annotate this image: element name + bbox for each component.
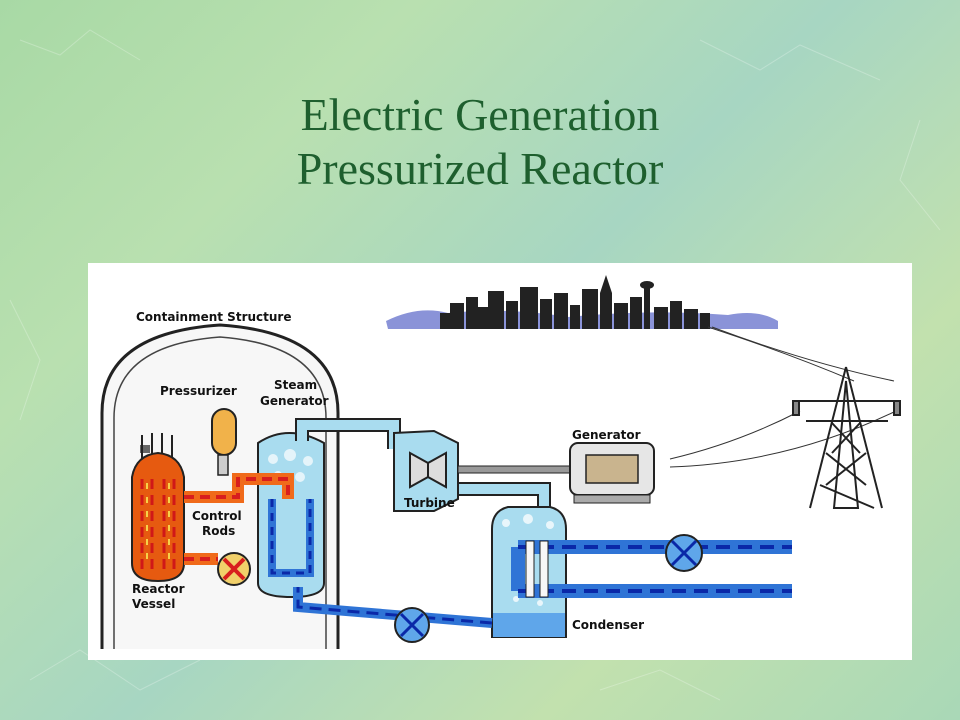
label-containment-structure: Containment Structure xyxy=(136,310,291,324)
label-condenser: Condenser xyxy=(572,618,644,632)
label-pressurizer: Pressurizer xyxy=(160,384,237,398)
label-generator: Generator xyxy=(572,428,641,442)
title-line-2: Pressurized Reactor xyxy=(296,143,664,194)
title-line-1: Electric Generation xyxy=(300,89,660,140)
reactor-diagram: Containment Structure Pressurizer Steam … xyxy=(88,263,912,660)
label-steam-generator-2: Generator xyxy=(260,394,329,408)
feedwater-line xyxy=(293,587,493,643)
label-steam-generator-1: Steam xyxy=(274,378,317,392)
cooling-water-loop xyxy=(511,534,792,598)
label-reactor-vessel-1: Reactor xyxy=(132,582,185,596)
steam-generator xyxy=(257,432,325,599)
reactor-coolant-pump xyxy=(217,552,251,586)
label-control-rods-2: Rods xyxy=(202,524,235,538)
transmission-tower xyxy=(792,366,901,509)
turbine xyxy=(393,429,459,512)
label-control-rods-1: Control xyxy=(192,509,242,523)
primary-hot-loop xyxy=(184,473,294,565)
power-lines xyxy=(669,326,897,468)
pressurizer xyxy=(211,408,237,476)
label-turbine: Turbine xyxy=(404,496,455,510)
generator xyxy=(569,442,655,504)
city-skyline xyxy=(386,275,778,329)
label-reactor-vessel-2: Vessel xyxy=(132,597,175,611)
turbine-shaft xyxy=(457,465,571,474)
slide-title: Electric Generation Pressurized Reactor xyxy=(0,88,960,196)
